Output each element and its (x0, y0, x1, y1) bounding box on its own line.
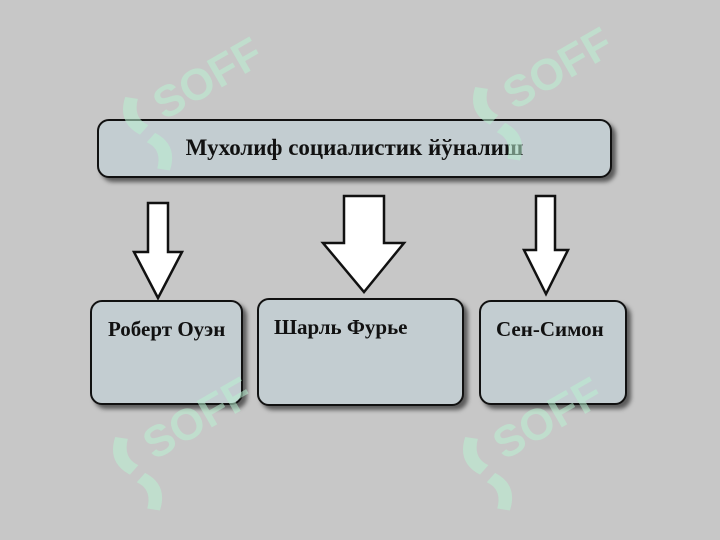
arrow-to-saint-simon (521, 194, 571, 297)
child-label-robert-owen: Роберт Оуэн (108, 317, 226, 341)
arrow-to-robert-owen (131, 201, 185, 301)
child-box-charles-fourier: Шарль Фурье (257, 298, 464, 406)
arrow-to-charles-fourier (320, 194, 407, 294)
child-label-saint-simon: Сен-Симон (496, 317, 604, 341)
child-label-charles-fourier: Шарль Фурье (274, 315, 408, 339)
child-box-robert-owen: Роберт Оуэн (90, 300, 243, 405)
root-concept-box: Мухолиф социалистик йўналиш (97, 119, 612, 178)
child-box-saint-simon: Сен-Симон (479, 300, 627, 405)
root-concept-label: Мухолиф социалистик йўналиш (185, 135, 524, 160)
